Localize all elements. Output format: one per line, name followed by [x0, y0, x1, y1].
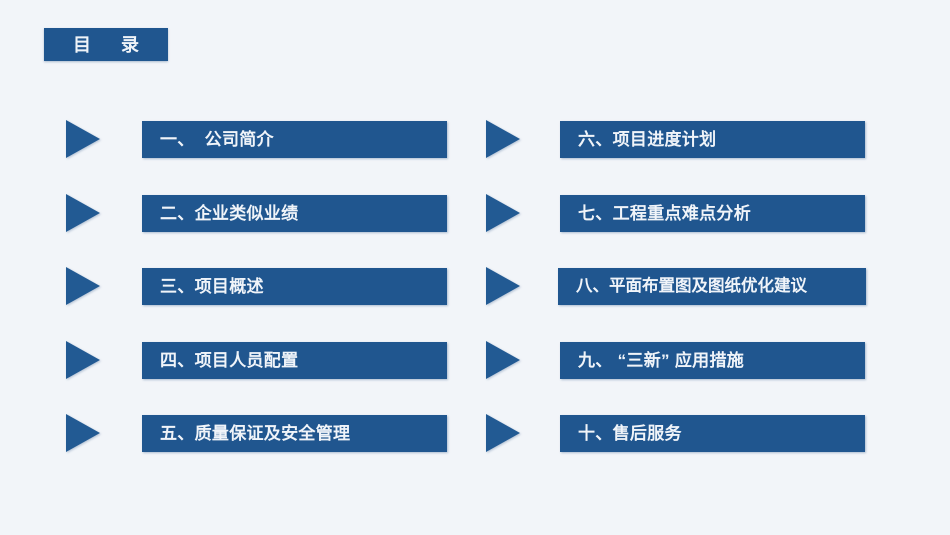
toc-item-2-bar[interactable]: 二、企业类似业绩 — [142, 194, 447, 232]
page-title-chip: 目 录 — [44, 28, 168, 61]
toc-item-8-bar[interactable]: 八、平面布置图及图纸优化建议 — [558, 268, 866, 305]
toc-item-6-bar[interactable]: 六、项目进度计划 — [560, 121, 865, 158]
play-triangle-icon — [66, 193, 100, 232]
toc-item-3-label: 三、项目概述 — [160, 277, 264, 296]
toc-item-2-label: 二、企业类似业绩 — [160, 203, 299, 223]
toc-item-3-bar[interactable]: 三、项目概述 — [142, 268, 447, 305]
toc-item-8-label: 八、平面布置图及图纸优化建议 — [576, 277, 807, 296]
toc-item-7-label: 七、工程重点难点分析 — [578, 203, 751, 223]
toc-item-10-bar[interactable]: 十、售后服务 — [560, 415, 865, 452]
toc-item-1-label: 一、 公司简介 — [160, 130, 274, 149]
toc-item-6-label: 六、项目进度计划 — [578, 130, 717, 149]
toc-item-1-bar[interactable]: 一、 公司简介 — [142, 121, 447, 158]
toc-item-9-bar[interactable]: 九、 “三新” 应用措施 — [560, 341, 865, 379]
toc-item-4-bar[interactable]: 四、项目人员配置 — [142, 341, 447, 379]
toc-item-4-label: 四、项目人员配置 — [160, 350, 299, 370]
play-triangle-icon — [486, 120, 520, 158]
play-triangle-icon — [66, 120, 100, 158]
toc-item-5-bar[interactable]: 五、质量保证及安全管理 — [142, 415, 447, 452]
play-triangle-icon — [486, 340, 520, 379]
toc-item-7-bar[interactable]: 七、工程重点难点分析 — [560, 194, 865, 232]
play-triangle-icon — [486, 414, 520, 452]
toc-item-5-label: 五、质量保证及安全管理 — [160, 424, 351, 443]
play-triangle-icon — [66, 267, 100, 305]
play-triangle-icon — [486, 193, 520, 232]
page-title: 目 录 — [73, 34, 145, 55]
play-triangle-icon — [486, 267, 520, 305]
play-triangle-icon — [66, 340, 100, 379]
toc-item-10-label: 十、售后服务 — [578, 424, 682, 443]
play-triangle-icon — [66, 414, 100, 452]
toc-item-9-label: 九、 “三新” 应用措施 — [578, 350, 745, 370]
